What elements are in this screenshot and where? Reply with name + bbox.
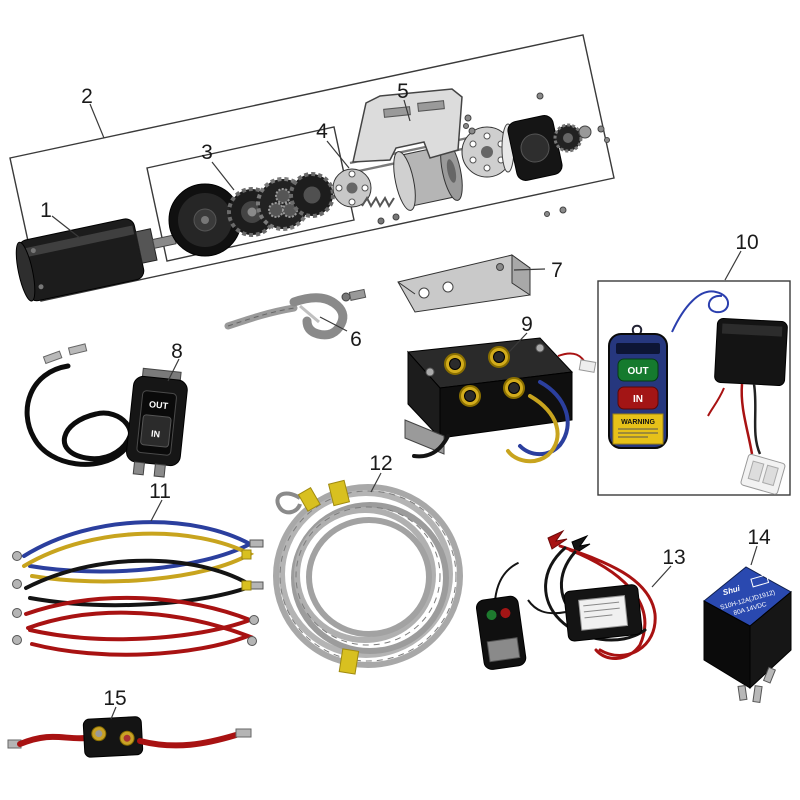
screws — [463, 92, 610, 217]
relay: Shui S10H-12A(JD1912) 80A 14VDC — [703, 566, 792, 704]
callout-10: 10 — [735, 231, 758, 254]
hook-with-strap — [224, 288, 367, 340]
remote-transmitter: OUT IN WARNING — [608, 324, 668, 449]
winch-drum — [393, 141, 463, 211]
callout-6: 6 — [350, 328, 362, 351]
mini-remote — [475, 561, 527, 670]
solenoid-contactor — [404, 337, 597, 464]
callout-15: 15 — [103, 687, 126, 710]
solenoid-studs — [425, 343, 545, 407]
callout-1: 1 — [40, 199, 52, 222]
callout-4: 4 — [316, 120, 328, 143]
callout-13: 13 — [662, 546, 685, 569]
wireless-remote-kit: OUT IN WARNING — [608, 290, 788, 495]
control-module-kit — [475, 529, 657, 670]
fairlead-bracket — [397, 254, 531, 313]
callout-numbers: 1 2 3 4 5 6 7 8 9 10 11 12 13 14 15 — [40, 80, 771, 710]
remote-warning-label: WARNING — [621, 419, 655, 426]
gear-train — [227, 172, 335, 237]
callout-5: 5 — [397, 80, 409, 103]
antenna-wire — [671, 290, 729, 333]
mounting-bracket-top — [352, 88, 476, 163]
callout-3: 3 — [201, 141, 213, 164]
switch-out-label: OUT — [149, 399, 169, 411]
callout-7: 7 — [551, 259, 563, 282]
cable-coil — [273, 479, 463, 675]
gearbox-housing — [168, 183, 242, 257]
remote-kit-frame-10 — [597, 280, 791, 496]
callout-8: 8 — [171, 340, 183, 363]
callout-2: 2 — [81, 85, 93, 108]
callout-14: 14 — [747, 526, 771, 549]
hand-switch: OUT IN — [24, 343, 188, 478]
callout-11: 11 — [149, 480, 171, 503]
motor — [15, 218, 177, 302]
switch-in-label: IN — [151, 428, 161, 439]
wiring-harness — [12, 520, 264, 657]
remote-in-button-label: IN — [633, 394, 643, 405]
end-flange-and-housing — [461, 115, 592, 181]
circuit-breaker — [7, 716, 252, 758]
leader-lines — [51, 99, 758, 720]
gearbox-frame-3 — [146, 126, 355, 262]
callout-9: 9 — [521, 313, 533, 336]
callout-12: 12 — [369, 452, 392, 475]
remote-out-button-label: OUT — [627, 366, 648, 377]
